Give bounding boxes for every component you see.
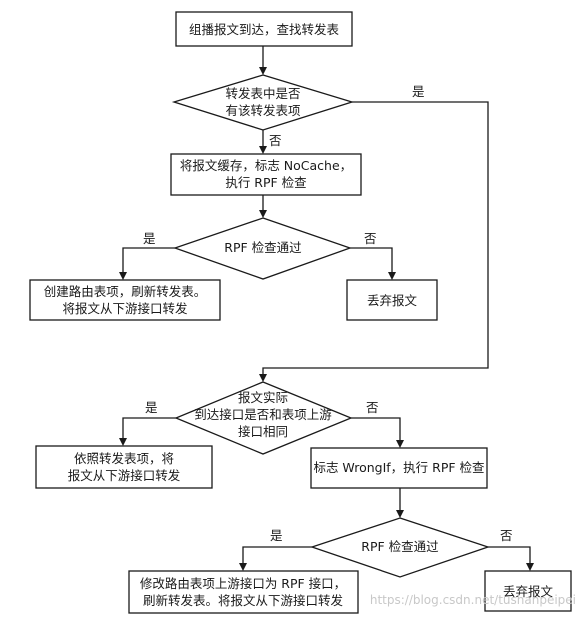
label-no: 否: [364, 231, 377, 246]
label-yes: 是: [143, 231, 156, 246]
node-text: 报文从下游接口转发: [68, 468, 181, 483]
decision-rpf-2: RPF 检查通过: [309, 517, 491, 578]
node-cache-rpf: 将报文缓存，标志 NoCache， 执行 RPF 检查: [170, 153, 362, 196]
node-text: 丢弃报文: [503, 584, 554, 599]
label-yes: 是: [145, 400, 158, 415]
node-text: 转发表中是否: [225, 86, 300, 101]
decision-rpf-1: RPF 检查通过: [173, 217, 352, 280]
edge-iface-no: [351, 417, 401, 441]
node-text: 刷新转发表。将报文从下游接口转发: [143, 593, 344, 608]
edge-rpf1-yes: [122, 247, 175, 273]
node-text: RPF 检查通过: [224, 240, 302, 255]
connectors: [119, 46, 534, 571]
node-drop-1: 丢弃报文: [346, 279, 438, 321]
node-text: 到达接口是否和表项上游: [194, 407, 332, 422]
node-text: 将报文从下游接口转发: [62, 301, 188, 316]
edge-iface-yes: [122, 417, 176, 439]
node-text: 报文实际: [238, 390, 288, 405]
edge-rpf1-no: [350, 247, 393, 273]
edge-labels: 是 否 是 否 是 否 是 否: [143, 84, 513, 543]
edge-rpf2-no: [488, 546, 531, 564]
node-text: 丢弃报文: [367, 293, 418, 308]
label-yes: 是: [270, 528, 283, 543]
node-create-route: 创建路由表项，刷新转发表。 将报文从下游接口转发: [29, 279, 221, 321]
node-text: 有该转发表项: [225, 103, 300, 118]
node-text: 标志 WrongIf，执行 RPF 检查: [313, 460, 485, 475]
node-start: 组播报文到达，查找转发表: [175, 11, 353, 47]
node-text: 接口相同: [238, 424, 288, 439]
node-wrongif: 标志 WrongIf，执行 RPF 检查: [310, 447, 488, 489]
edge-rpf2-yes: [242, 546, 312, 564]
node-text: RPF 检查通过: [361, 539, 439, 554]
label-yes: 是: [412, 84, 425, 99]
decision-table-entry: 转发表中是否 有该转发表项: [171, 74, 355, 131]
node-text: 依照转发表项，将: [74, 451, 174, 466]
node-text: 创建路由表项，刷新转发表。: [44, 284, 207, 299]
node-text: 组播报文到达，查找转发表: [189, 22, 340, 37]
label-no: 否: [366, 400, 379, 415]
decision-interface-match: 报文实际 到达接口是否和表项上游 接口相同: [174, 381, 353, 455]
node-text: 修改路由表项上游接口为 RPF 接口，: [140, 576, 346, 591]
label-no: 否: [269, 133, 282, 148]
label-no: 否: [500, 528, 513, 543]
edge-check-table-yes: [262, 101, 489, 374]
node-text: 执行 RPF 检查: [225, 175, 307, 190]
node-text: 将报文缓存，标志 NoCache，: [180, 158, 352, 173]
node-forward-entry: 依照转发表项，将 报文从下游接口转发: [35, 445, 213, 489]
node-modify-route: 修改路由表项上游接口为 RPF 接口， 刷新转发表。将报文从下游接口转发: [128, 570, 359, 614]
watermark-text: https://blog.csdn.net/tushanpeipei: [370, 593, 576, 607]
node-drop-2: 丢弃报文: [484, 570, 572, 612]
